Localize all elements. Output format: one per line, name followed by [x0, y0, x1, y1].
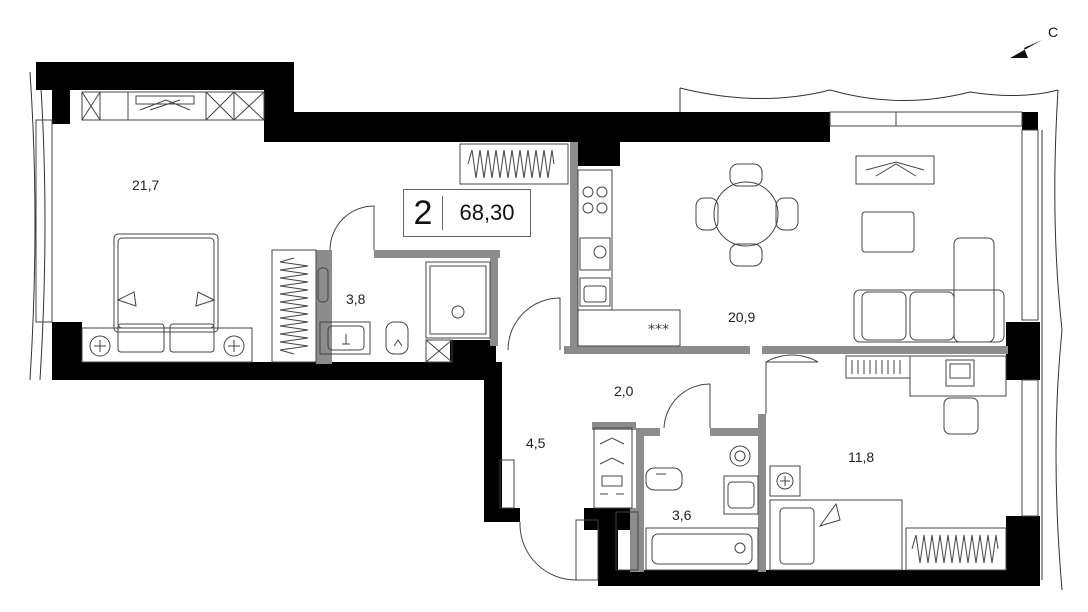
rooms-count: 2: [413, 194, 433, 232]
room-area-living-kitchen: 20,9: [728, 309, 755, 325]
dining-table: [695, 163, 799, 267]
bathroom-1-fixtures: [317, 261, 491, 363]
room-area-bathroom-2: 3,6: [672, 507, 692, 523]
total-area: 68,30: [459, 200, 515, 225]
room-area-hallway: 4,5: [526, 435, 546, 451]
living-furniture: [853, 155, 1007, 435]
facade-lines: [29, 71, 1063, 591]
room-area-bathroom-1: 3,8: [346, 291, 366, 307]
tv-bedroom: [135, 95, 195, 111]
hallway-wardrobe: [499, 427, 633, 509]
room-area-bedroom-small: 11,8: [848, 449, 874, 465]
room-area-corridor: 2,0: [614, 383, 634, 399]
bathroom-2-fixtures: [615, 445, 759, 571]
doors: [329, 205, 819, 581]
exterior-walls: [36, 62, 1040, 586]
apartment-badge: 2 68,30: [403, 189, 531, 237]
bed-large: [81, 233, 253, 363]
compass-label: С: [1048, 24, 1059, 40]
radiators: [271, 143, 1007, 571]
kitchen-fixtures: ***: [577, 169, 681, 347]
svg-text:***: ***: [648, 322, 669, 338]
windows: [35, 91, 1039, 581]
bed-small: [769, 465, 903, 571]
north-arrow-icon: [1010, 40, 1042, 58]
room-area-bedroom-large: 21,7: [132, 177, 159, 193]
badge-divider: [442, 196, 443, 230]
